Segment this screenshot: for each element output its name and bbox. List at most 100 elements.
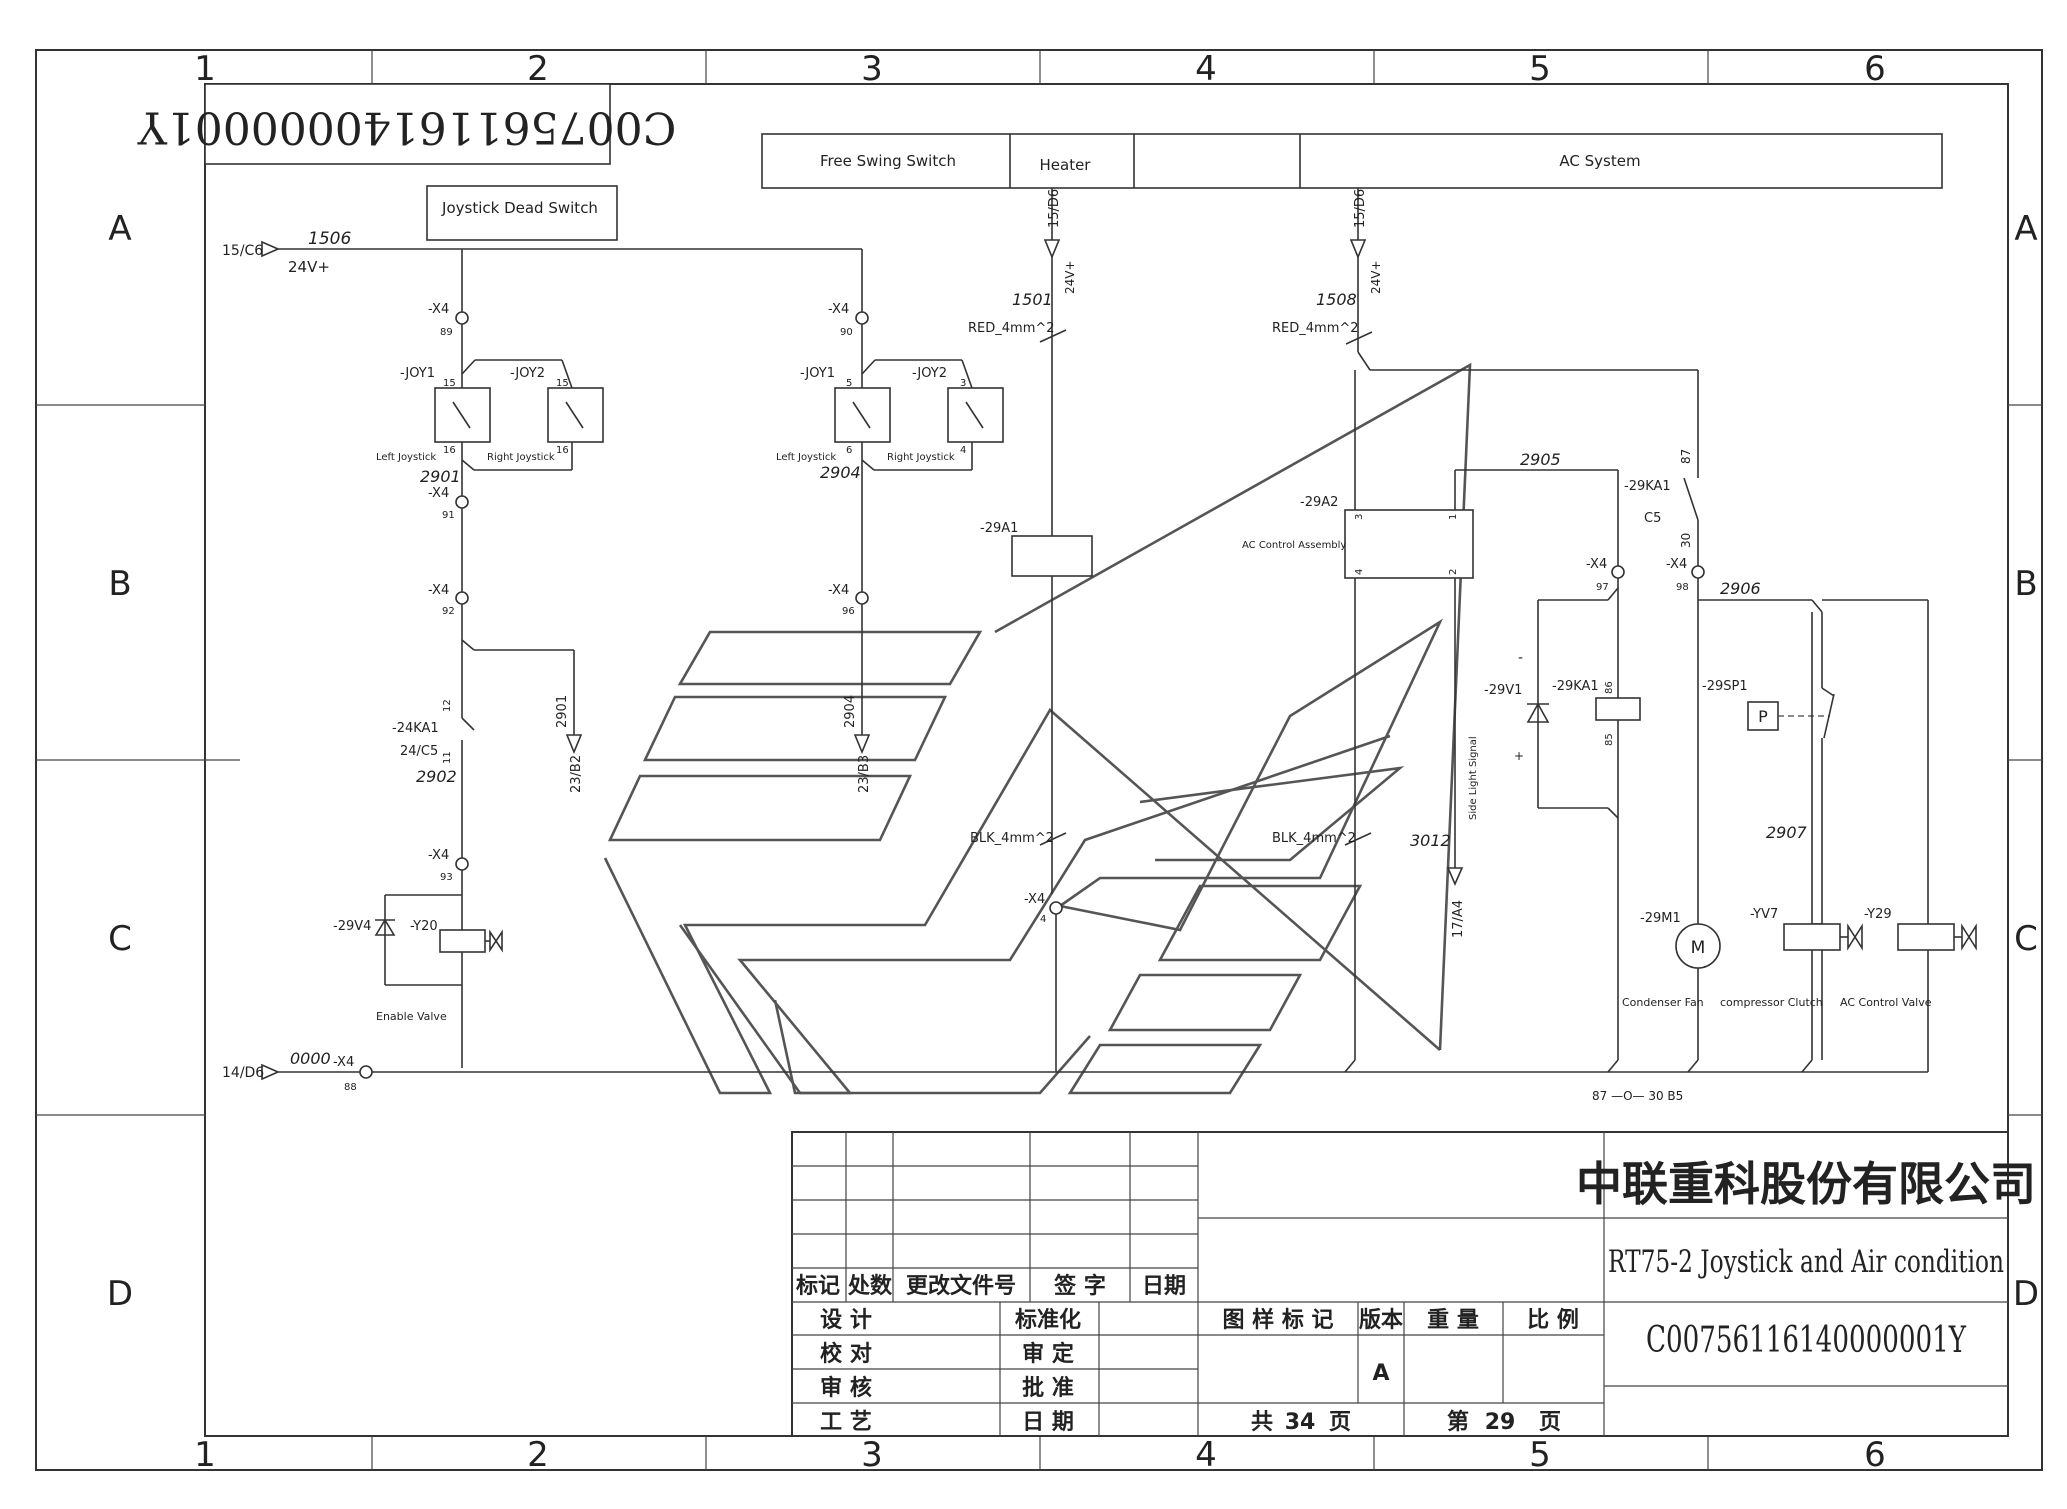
svg-text:日期: 日期 xyxy=(1142,1274,1186,1299)
svg-text:+: + xyxy=(1514,749,1524,763)
terminal-x4-91 xyxy=(455,495,469,509)
ac-system-circuit: 15/D6 24V+ 1508 RED_4mm^2 -29A2 AC Contr… xyxy=(1242,188,1977,1103)
col-label: 1 xyxy=(194,49,216,89)
svg-text:-X4: -X4 xyxy=(428,486,449,501)
svg-text:98: 98 xyxy=(1676,582,1689,593)
svg-text:审 定: 审 定 xyxy=(1022,1341,1074,1367)
svg-text:设 计: 设 计 xyxy=(820,1308,872,1333)
svg-text:23/B3: 23/B3 xyxy=(857,755,872,793)
svg-text:16: 16 xyxy=(443,445,456,456)
svg-text:标准化: 标准化 xyxy=(1015,1307,1081,1333)
svg-text:23/B2: 23/B2 xyxy=(569,755,584,793)
svg-text:91: 91 xyxy=(442,510,455,521)
svg-text:更改文件号: 更改文件号 xyxy=(906,1273,1016,1299)
col-label: 3 xyxy=(861,1435,883,1475)
col-label: 2 xyxy=(527,49,549,89)
compressor-clutch-valve xyxy=(1783,923,1841,951)
terminal-x4-90 xyxy=(855,311,869,325)
svg-text:15: 15 xyxy=(556,378,569,389)
svg-text:-JOY2: -JOY2 xyxy=(912,366,947,381)
row-label: D xyxy=(2013,1274,2039,1314)
terminal-x4-97 xyxy=(1611,565,1625,579)
ka29-coil xyxy=(1595,697,1641,721)
free-swing-circuit: -X4 90 -JOY1 -JOY2 5 3 6 4 Left Joystick… xyxy=(776,249,1004,793)
svg-text:Right Joystick: Right Joystick xyxy=(487,452,555,463)
drawing-title: RT75-2 Joystick and Air condition xyxy=(1608,1244,2004,1280)
svg-text:RED_4mm^2: RED_4mm^2 xyxy=(968,321,1055,336)
svg-text:85: 85 xyxy=(1604,733,1615,746)
joy1-switch-b xyxy=(834,387,891,443)
compressor-clutch-label: compressor Clutch xyxy=(1720,996,1823,1009)
terminal-x4-93 xyxy=(455,857,469,871)
svg-text:第: 第 xyxy=(1447,1409,1469,1435)
svg-text:24/C5: 24/C5 xyxy=(400,744,438,759)
enable-valve-label: Enable Valve xyxy=(376,1010,447,1023)
svg-text:-X4: -X4 xyxy=(1024,892,1045,907)
svg-text:1: 1 xyxy=(1448,514,1459,520)
svg-text:M: M xyxy=(1691,938,1706,958)
terminal-x4-98 xyxy=(1691,565,1705,579)
joy2-switch xyxy=(547,387,604,443)
svg-text:-JOY1: -JOY1 xyxy=(400,366,435,381)
wire-2902: 2902 xyxy=(416,767,457,786)
svg-text:批 准: 批 准 xyxy=(1022,1376,1074,1401)
svg-text:30: 30 xyxy=(1679,533,1693,548)
svg-text:-29KA1: -29KA1 xyxy=(1624,479,1671,494)
wire-2904: 2904 xyxy=(820,463,861,482)
svg-text:-YV7: -YV7 xyxy=(1750,907,1778,922)
free-swing-switch-label: Free Swing Switch xyxy=(820,152,956,170)
row-label: A xyxy=(2014,209,2037,249)
ac-control-assembly xyxy=(1344,509,1474,579)
svg-text:Left Joystick: Left Joystick xyxy=(776,452,836,463)
row-labels-right: A B C D xyxy=(2013,209,2039,1314)
svg-text:88: 88 xyxy=(344,1082,357,1093)
col-label: 4 xyxy=(1195,49,1217,89)
svg-text:-29KA1: -29KA1 xyxy=(1552,679,1599,694)
svg-text:-: - xyxy=(1518,650,1523,666)
terminal-x4-92 xyxy=(455,591,469,605)
svg-text:-29A1: -29A1 xyxy=(980,521,1018,536)
svg-text:4: 4 xyxy=(960,445,966,456)
svg-text:共: 共 xyxy=(1251,1410,1273,1435)
wire-2906: 2906 xyxy=(1720,579,1761,598)
svg-text:-29SP1: -29SP1 xyxy=(1702,679,1748,694)
col-label: 3 xyxy=(861,49,883,89)
svg-text:-29A2: -29A2 xyxy=(1300,495,1338,510)
wire-1506: 1506 xyxy=(308,229,351,249)
svg-text:C5: C5 xyxy=(1644,511,1661,526)
svg-text:-Y20: -Y20 xyxy=(410,919,438,934)
svg-text:-JOY2: -JOY2 xyxy=(510,366,545,381)
zoomlion-logo-watermark xyxy=(603,362,1472,1095)
terminal-x4-89 xyxy=(455,311,469,325)
svg-text:6: 6 xyxy=(846,445,852,456)
wire-3012: 3012 xyxy=(1410,831,1451,850)
flipped-code: C00756116140000001Y xyxy=(137,102,677,153)
ac-system-label: AC System xyxy=(1559,152,1640,170)
wire-2901: 2901 xyxy=(420,467,461,486)
company-name: 中联重科股份有限公司 xyxy=(1576,1157,2036,1211)
heater-label: Heater xyxy=(1040,156,1092,174)
joy1-switch xyxy=(434,387,491,443)
svg-text:-X4: -X4 xyxy=(428,583,449,598)
svg-text:12: 12 xyxy=(442,699,453,712)
svg-text:-X4: -X4 xyxy=(1586,557,1607,572)
svg-text:15/D6: 15/D6 xyxy=(1047,189,1062,228)
svg-text:4: 4 xyxy=(1040,914,1046,925)
svg-text:2: 2 xyxy=(1448,569,1459,575)
svg-text:-X4: -X4 xyxy=(333,1055,354,1070)
col-label: 5 xyxy=(1529,1435,1551,1475)
ac-control-valve xyxy=(1897,923,1955,951)
svg-text:-X4: -X4 xyxy=(428,302,449,317)
svg-text:签 字: 签 字 xyxy=(1053,1273,1106,1299)
column-labels-bottom: 1 2 3 4 5 6 xyxy=(194,1435,1886,1475)
row-label: A xyxy=(108,209,131,249)
wire-24v: 24V+ xyxy=(288,258,330,276)
wire-0000: 0000 xyxy=(290,1049,331,1068)
relay-legend: 87 —O— 30 B5 xyxy=(1592,1089,1683,1103)
drawing-code: C00756116140000001Y xyxy=(1646,1320,1967,1361)
svg-text:页: 页 xyxy=(1329,1410,1351,1435)
svg-text:-29M1: -29M1 xyxy=(1640,911,1681,926)
svg-text:-24KA1: -24KA1 xyxy=(392,721,439,736)
svg-text:15: 15 xyxy=(443,378,456,389)
svg-text:-Y29: -Y29 xyxy=(1864,907,1892,922)
